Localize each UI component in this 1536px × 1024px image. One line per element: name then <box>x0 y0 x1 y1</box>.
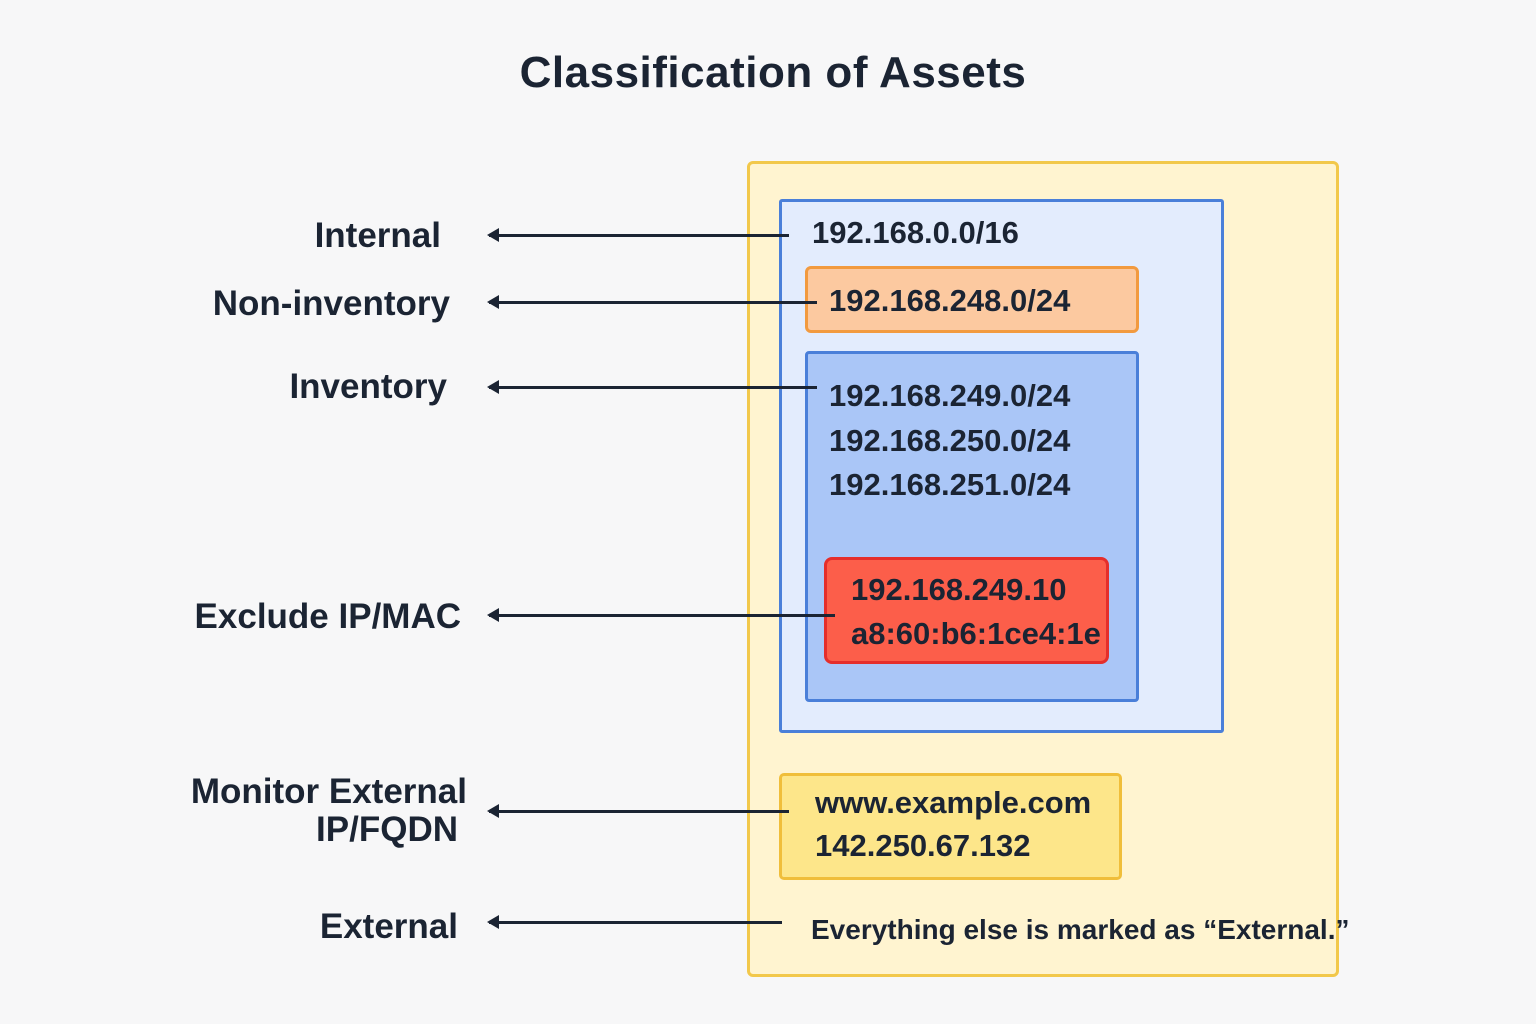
non-inventory-range-value: 192.168.248.0/24 <box>829 283 1071 318</box>
monitor-external-region <box>779 773 1122 880</box>
inventory-range-value: 192.168.251.0/24 <box>829 467 1071 502</box>
arrow-monitor-external <box>487 804 789 818</box>
exclude-region <box>824 557 1109 664</box>
arrow-non-inventory <box>487 295 817 309</box>
label-non-inventory: Non-inventory <box>212 284 450 323</box>
inventory-range-value: 192.168.250.0/24 <box>829 423 1071 458</box>
label-exclude: Exclude IP/MAC <box>194 597 461 636</box>
arrow-external <box>487 915 782 929</box>
exclude-ip-value: 192.168.249.10 <box>851 572 1067 607</box>
exclude-mac-value: a8:60:b6:1ce4:1e <box>851 616 1101 651</box>
arrow-internal <box>487 228 789 242</box>
arrow-inventory <box>487 380 817 394</box>
inventory-range-value: 192.168.249.0/24 <box>829 378 1071 413</box>
monitor-fqdn-value: www.example.com <box>815 785 1092 820</box>
external-note: Everything else is marked as “External.” <box>811 914 1350 945</box>
label-external: External <box>319 907 458 946</box>
label-monitor-external: Monitor External <box>190 772 467 811</box>
label-inventory: Inventory <box>289 367 447 406</box>
monitor-ip-value: 142.250.67.132 <box>815 828 1031 863</box>
non-inventory-region <box>805 266 1139 333</box>
page-title: Classification of Assets <box>519 48 1027 97</box>
internal-range-value: 192.168.0.0/16 <box>812 215 1019 250</box>
arrow-exclude <box>487 608 835 622</box>
label-internal: Internal <box>314 216 441 255</box>
label-monitor-external-line2: IP/FQDN <box>316 810 458 849</box>
